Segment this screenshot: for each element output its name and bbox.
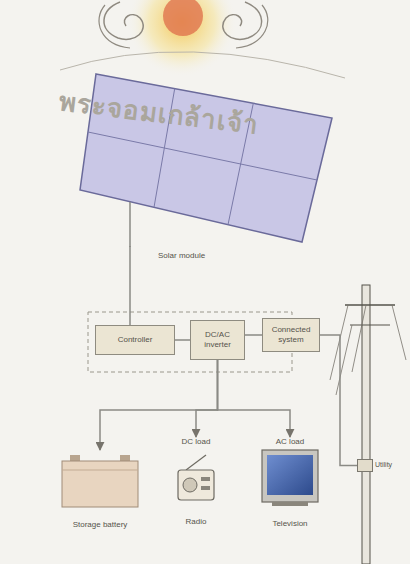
- process-box: DC/AC inverter: [190, 320, 245, 360]
- emblem: [60, 0, 345, 78]
- process-box: Connected system: [262, 318, 320, 352]
- node-label: Television: [272, 519, 307, 529]
- connector: [129, 246, 131, 325]
- node-label: Utility: [375, 461, 392, 469]
- connector: [196, 360, 218, 437]
- connector: [218, 360, 291, 437]
- battery-icon: [62, 455, 138, 507]
- node-label: Connected system: [266, 325, 316, 344]
- connector: [100, 360, 218, 450]
- load-node: DC loadRadio: [166, 437, 226, 527]
- node-label: DC load: [182, 437, 211, 447]
- connector: [245, 334, 262, 336]
- node-label: Solar module: [158, 251, 205, 261]
- utility-pole: [330, 285, 406, 564]
- connector: [175, 339, 190, 341]
- connector: [320, 335, 357, 466]
- load-node: AC loadTelevision: [252, 437, 328, 529]
- node-label: AC load: [276, 437, 304, 447]
- node-label: DC/AC inverter: [194, 330, 241, 349]
- node-label: Controller: [118, 335, 153, 345]
- node-label: Radio: [186, 517, 207, 527]
- tv-icon: [262, 450, 318, 506]
- grid-box: Utility: [357, 459, 373, 472]
- solar-module: Solar module: [78, 74, 334, 246]
- process-box: Controller: [95, 325, 175, 355]
- watermark-text: พระจอมเกล้าเจ้า: [57, 80, 261, 145]
- radio-icon: [178, 455, 214, 500]
- node-label: Storage battery: [73, 520, 128, 530]
- battery-node: Storage battery: [55, 450, 145, 530]
